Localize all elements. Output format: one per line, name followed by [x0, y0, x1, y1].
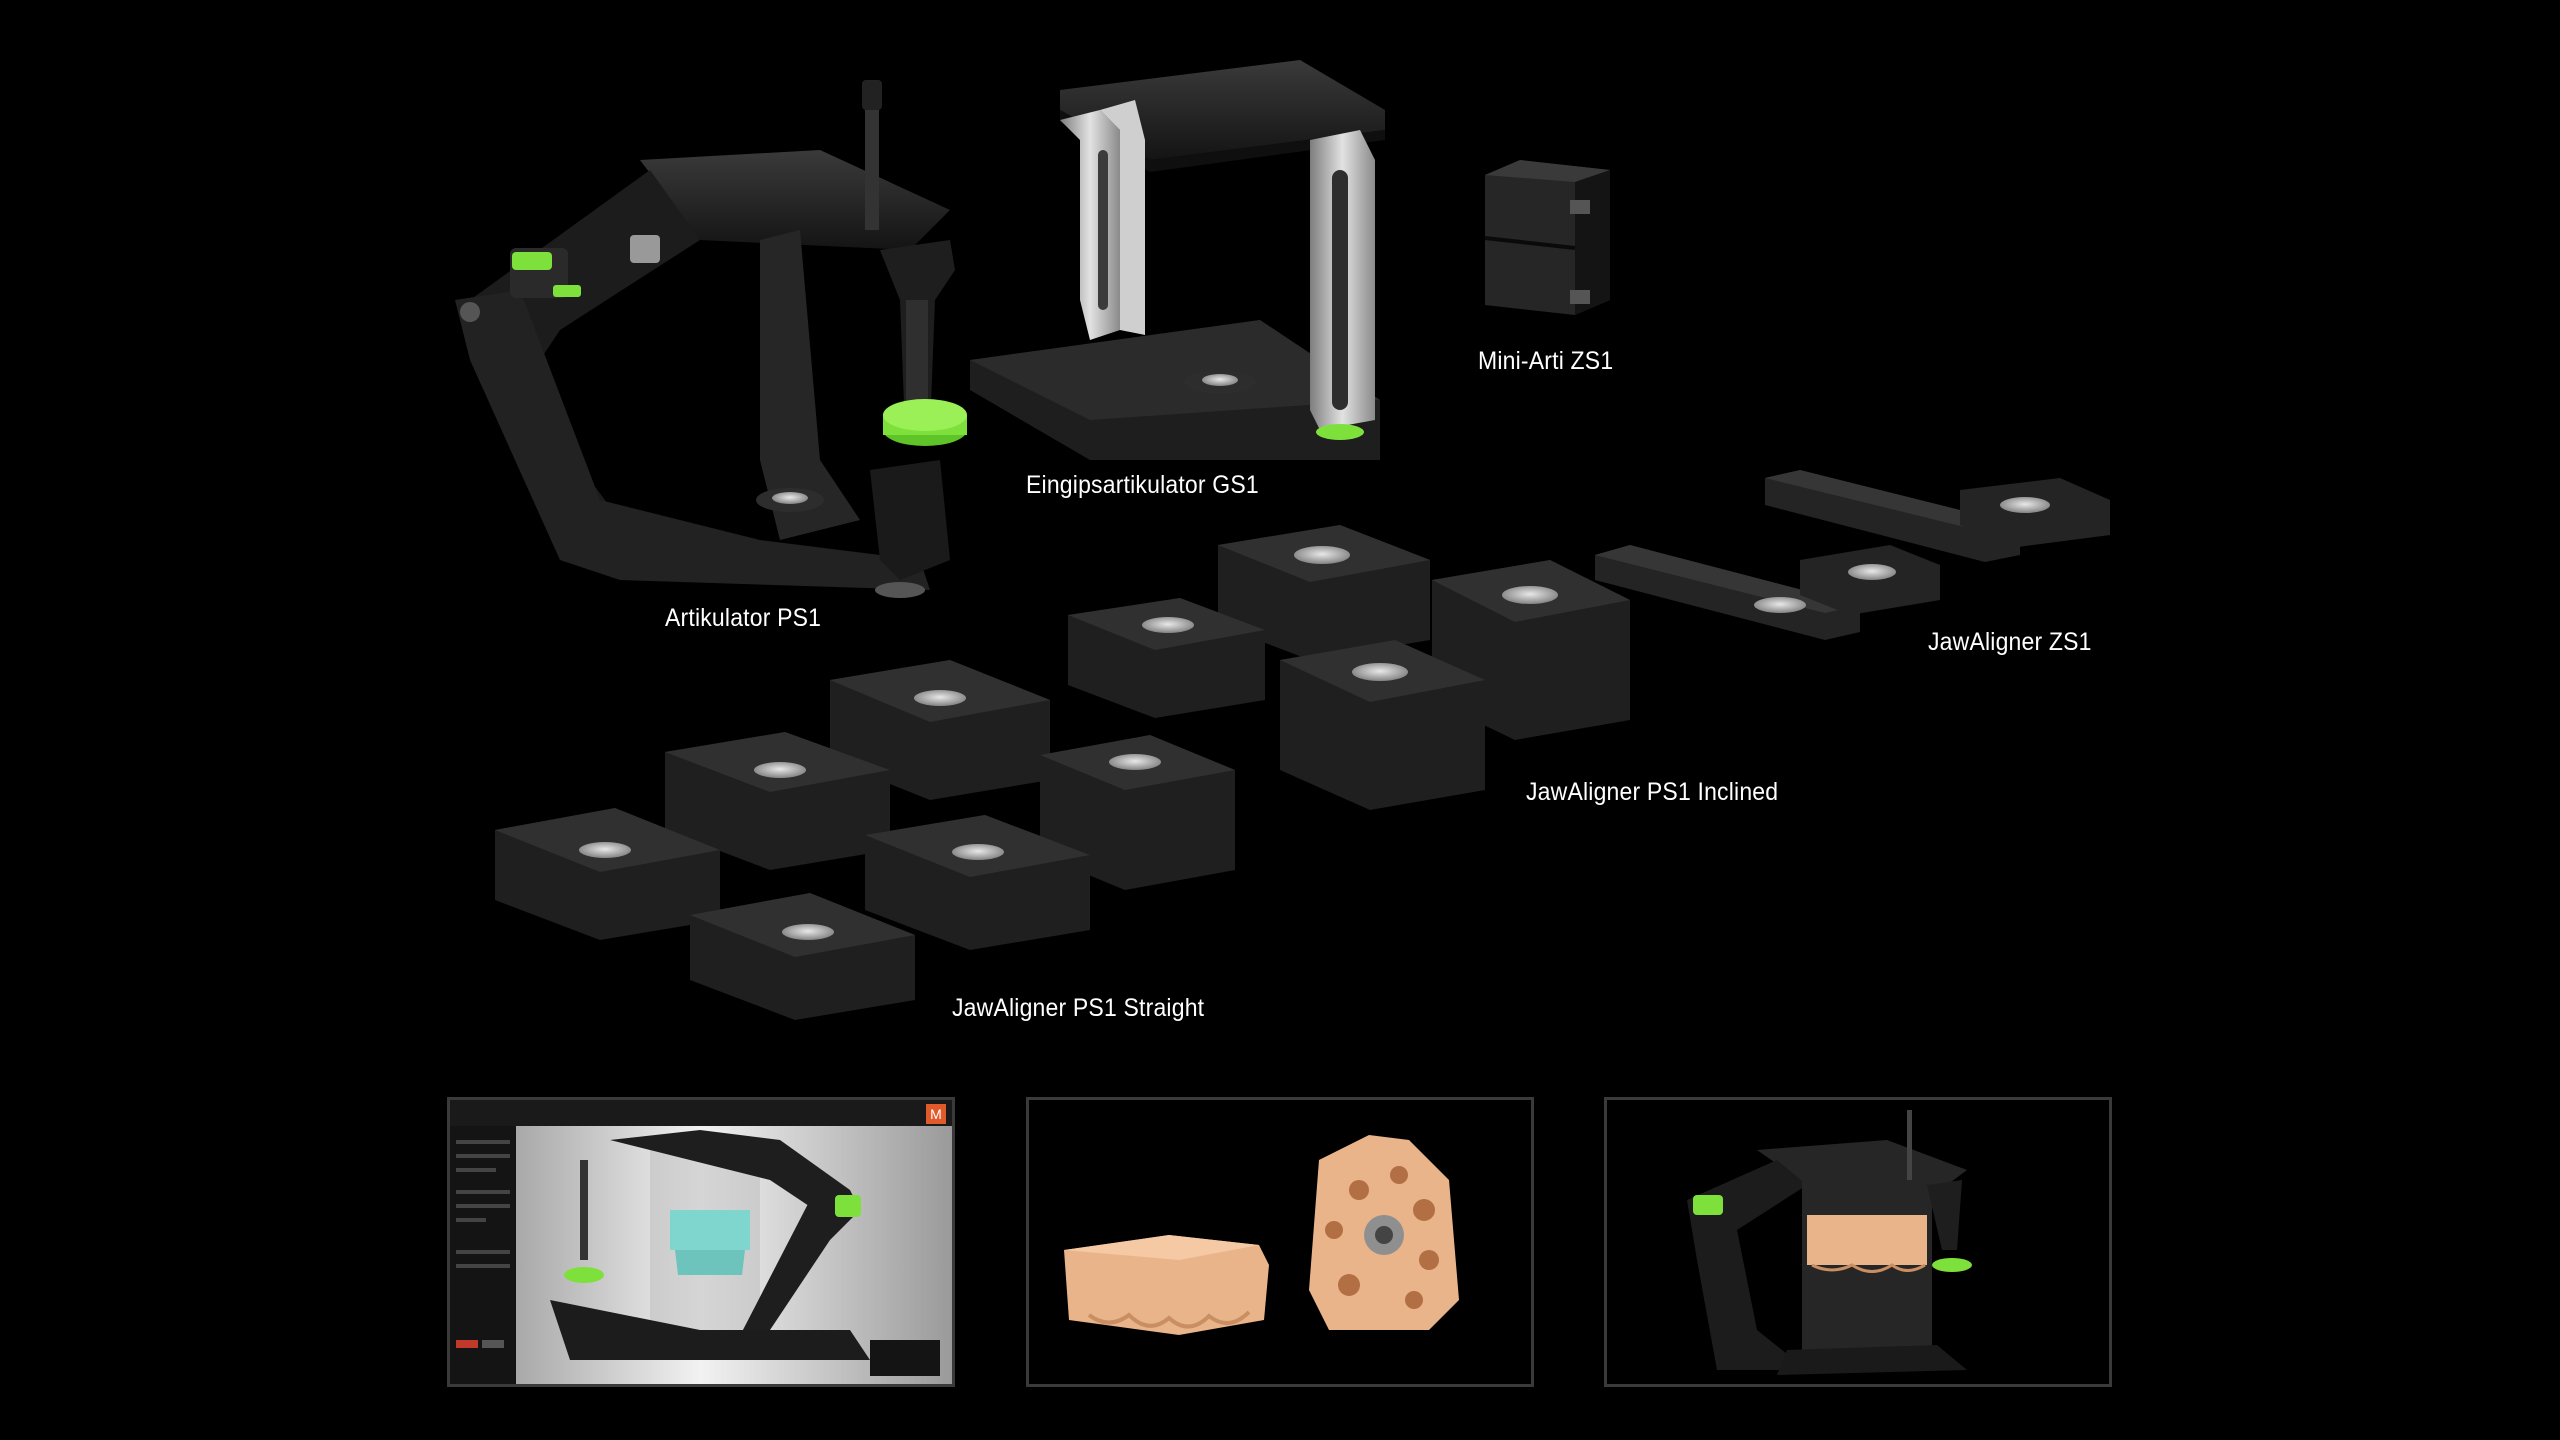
- label-jawaligner-zs1: JawAligner ZS1: [1928, 628, 2092, 656]
- thumbnail-articulator-model[interactable]: [1604, 1097, 2112, 1387]
- eingipsartikulator-gs1-device: [970, 60, 1385, 460]
- jawaligner-ps1-straight-devices: [495, 660, 1235, 1020]
- label-mini-arti-zs1: Mini-Arti ZS1: [1478, 347, 1614, 375]
- jawaligner-ps1-inclined-devices: [1068, 525, 1630, 810]
- software-screenshot: [450, 1100, 952, 1384]
- jawaligner-zs1-devices: [1595, 470, 2110, 640]
- label-jawaligner-ps1-inclined: JawAligner PS1 Inclined: [1526, 778, 1779, 806]
- label-artikulator-ps1: Artikulator PS1: [665, 604, 822, 632]
- software-logo: M: [926, 1104, 946, 1124]
- label-jawaligner-ps1-straight: JawAligner PS1 Straight: [952, 994, 1205, 1022]
- artikulator-ps1-device: [455, 80, 967, 598]
- articulator-model-photo: [1607, 1100, 2109, 1384]
- plaster-models-photo: [1029, 1100, 1531, 1384]
- mini-arti-zs1-device: [1484, 160, 1610, 315]
- label-eingipsartikulator-gs1: Eingipsartikulator GS1: [1026, 471, 1259, 499]
- thumbnail-plaster-models[interactable]: [1026, 1097, 1534, 1387]
- thumbnail-software[interactable]: M: [447, 1097, 955, 1387]
